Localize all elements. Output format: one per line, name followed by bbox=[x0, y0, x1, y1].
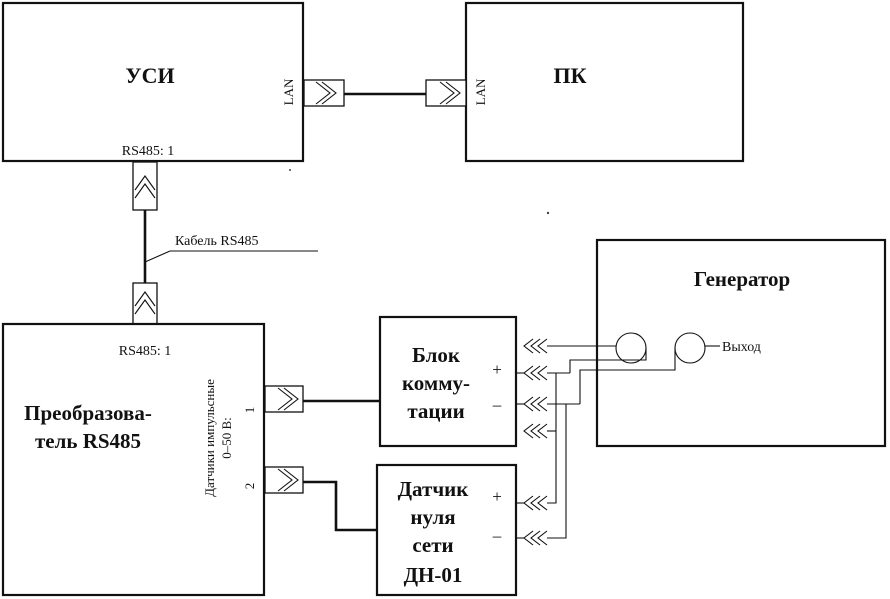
pc-title: ПК bbox=[553, 63, 586, 88]
converter-title-line2: тель RS485 bbox=[35, 429, 141, 453]
zero-sensor-title-line2: нуля bbox=[410, 505, 455, 529]
zero-sensor-block: Датчик нуля сети ДН-01 + – bbox=[375, 463, 518, 597]
zero-sensor-minus-wire bbox=[547, 404, 567, 539]
generator-title: Генератор bbox=[694, 267, 790, 291]
switch-plus-label: + bbox=[492, 360, 502, 379]
rs485-link: Кабель RS485 bbox=[132, 161, 318, 325]
switch-minus-plug bbox=[523, 365, 548, 381]
usi-lan-label: LAN bbox=[281, 78, 296, 105]
sensors-label-line1: Датчики импульсные bbox=[202, 379, 217, 497]
channel-1-label: 1 bbox=[242, 407, 257, 414]
zero-sensor-minus-plug bbox=[523, 530, 548, 546]
usi-title: УСИ bbox=[125, 63, 174, 88]
switch-aux-plug bbox=[523, 396, 548, 412]
pc-lan-label: LAN bbox=[473, 78, 488, 105]
usi-lan-connector bbox=[303, 79, 345, 107]
converter-rs485-label: RS485: 1 bbox=[119, 344, 172, 359]
switch-aux2-plug bbox=[523, 423, 548, 439]
converter-block: RS485: 1 Преобразова- тель RS485 Датчики… bbox=[1, 322, 266, 597]
switch-plus-plug bbox=[523, 338, 548, 354]
zero-sensor-title-line1: Датчик bbox=[398, 477, 470, 501]
channel-2-link bbox=[264, 466, 380, 532]
lan-link bbox=[303, 79, 467, 107]
channel-2-label: 2 bbox=[242, 483, 257, 490]
usi-rs485-label: RS485: 1 bbox=[122, 144, 175, 159]
channel-1-link bbox=[264, 385, 380, 413]
zero-sensor-minus-label: – bbox=[492, 526, 502, 545]
zero-sensor-plus-plug bbox=[523, 495, 548, 511]
zero-sensor-title-line3: сети bbox=[412, 533, 453, 557]
signal-wiring bbox=[516, 338, 676, 546]
converter-title-line1: Преобразова- bbox=[24, 401, 152, 425]
switch-title-line2: комму- bbox=[402, 371, 470, 395]
scan-speck bbox=[546, 211, 550, 215]
switch-title-line1: Блок bbox=[412, 343, 461, 367]
channel-2-wire bbox=[303, 480, 380, 532]
scan-speck bbox=[289, 169, 291, 171]
generator-block: Генератор Выход bbox=[595, 238, 887, 448]
cable-label: Кабель RS485 bbox=[175, 234, 259, 249]
zero-sensor-title-line4: ДН-01 bbox=[404, 563, 463, 587]
switch-title-line3: тации bbox=[407, 399, 464, 423]
zero-sensor-plus-label: + bbox=[492, 487, 502, 506]
usi-block: УСИ LAN RS485: 1 bbox=[1, 1, 305, 163]
sensors-label-line2: 0–50 В: bbox=[219, 417, 234, 459]
switch-minus-label: – bbox=[492, 395, 502, 414]
usi-lan-connector-glyph bbox=[315, 81, 331, 105]
pc-block: ПК LAN bbox=[464, 1, 745, 163]
cable-leader-line bbox=[144, 250, 171, 263]
zero-sensor-plus-wire bbox=[547, 373, 557, 504]
channel-1-connector bbox=[264, 385, 304, 413]
channel-2-connector bbox=[264, 466, 304, 494]
usi-rs485-connector bbox=[132, 161, 158, 211]
generator-output-label: Выход bbox=[722, 340, 761, 355]
switch-unit-block: Блок комму- тации + – bbox=[378, 315, 518, 448]
